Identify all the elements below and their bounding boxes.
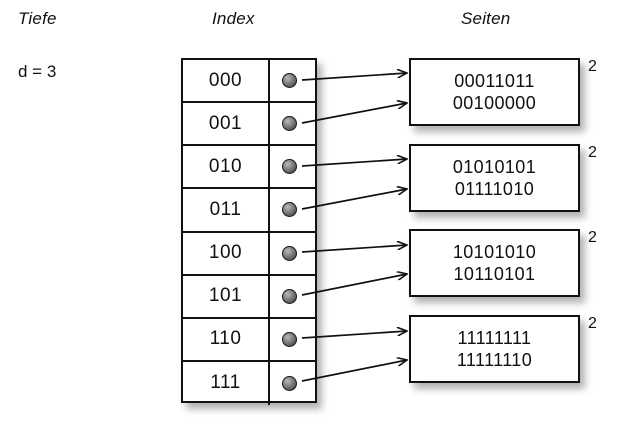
pointer-dot-icon [282,245,297,261]
page-bucket-entry: 00011011 [454,70,535,91]
index-pointer-cell[interactable] [270,319,315,360]
index-pointer-cell[interactable] [270,146,315,187]
pointer-dot-icon [282,288,297,304]
page-bucket-entry: 00100000 [452,92,537,113]
page-bucket-box[interactable]: 10101010 10110101 [409,229,580,297]
pointer-arrow-001 [301,103,407,124]
pointer-dot-icon [282,375,297,391]
pointer-arrow-110 [301,331,407,339]
table-row[interactable]: 101 [183,275,315,319]
page-bucket-entry: 10110101 [453,263,536,284]
page-bucket-entry: 10101010 [452,241,537,262]
index-pointer-cell[interactable] [270,276,315,317]
pointer-arrow-011 [301,189,407,210]
pointer-dot-icon [282,331,297,347]
table-row[interactable]: 111 [183,361,315,405]
page-local-depth-label: 2 [588,315,597,332]
index-key-cell: 110 [183,318,270,360]
index-directory-table: 000 001 010 011 100 [181,58,317,405]
pointer-arrow-101 [301,274,407,296]
page-local-depth-label: 2 [588,58,597,75]
index-key-cell: 011 [183,189,270,231]
page-bucket-entry: 01010101 [452,156,537,177]
depth-value-label: d = 3 [18,62,57,81]
pointer-dot-icon [282,202,297,218]
index-key-cell: 000 [183,60,270,102]
table-row[interactable]: 010 [183,146,315,190]
page-bucket-entry: 11111110 [456,349,533,370]
index-key-cell: 001 [183,103,270,145]
page-bucket-box[interactable]: 01010101 01111010 [409,144,580,212]
column-heading-index: Index [212,9,255,28]
index-pointer-cell[interactable] [270,362,315,405]
table-row[interactable]: 100 [183,232,315,276]
page-bucket-entry: 11111111 [457,327,532,348]
pointer-dot-icon [282,73,297,89]
index-key-cell: 111 [183,361,270,405]
page-bucket-box[interactable]: 00011011 00100000 [409,58,580,126]
index-key-cell: 101 [183,275,270,317]
index-pointer-cell[interactable] [270,103,315,144]
index-key-cell: 100 [183,232,270,274]
pointer-dot-icon [282,116,297,132]
pointer-arrow-010 [301,159,407,167]
pointer-arrow-100 [301,245,407,253]
table-row[interactable]: 000 [183,60,315,104]
page-local-depth-label: 2 [588,144,597,161]
index-pointer-cell[interactable] [270,189,315,230]
column-heading-pages: Seiten [461,9,511,28]
page-local-depth-label: 2 [588,229,597,246]
pointer-arrow-111 [301,360,407,382]
page-bucket-entry: 01111010 [454,178,535,199]
pointer-arrow-000 [301,73,407,81]
pointer-dot-icon [282,159,297,175]
page-bucket-box[interactable]: 11111111 11111110 [409,315,580,383]
table-row[interactable]: 110 [183,318,315,362]
index-key-cell: 010 [183,146,270,188]
index-pointer-cell[interactable] [270,233,315,274]
index-pointer-cell[interactable] [270,60,315,101]
table-row[interactable]: 011 [183,189,315,233]
table-row[interactable]: 001 [183,103,315,147]
column-heading-depth: Tiefe [18,9,57,28]
